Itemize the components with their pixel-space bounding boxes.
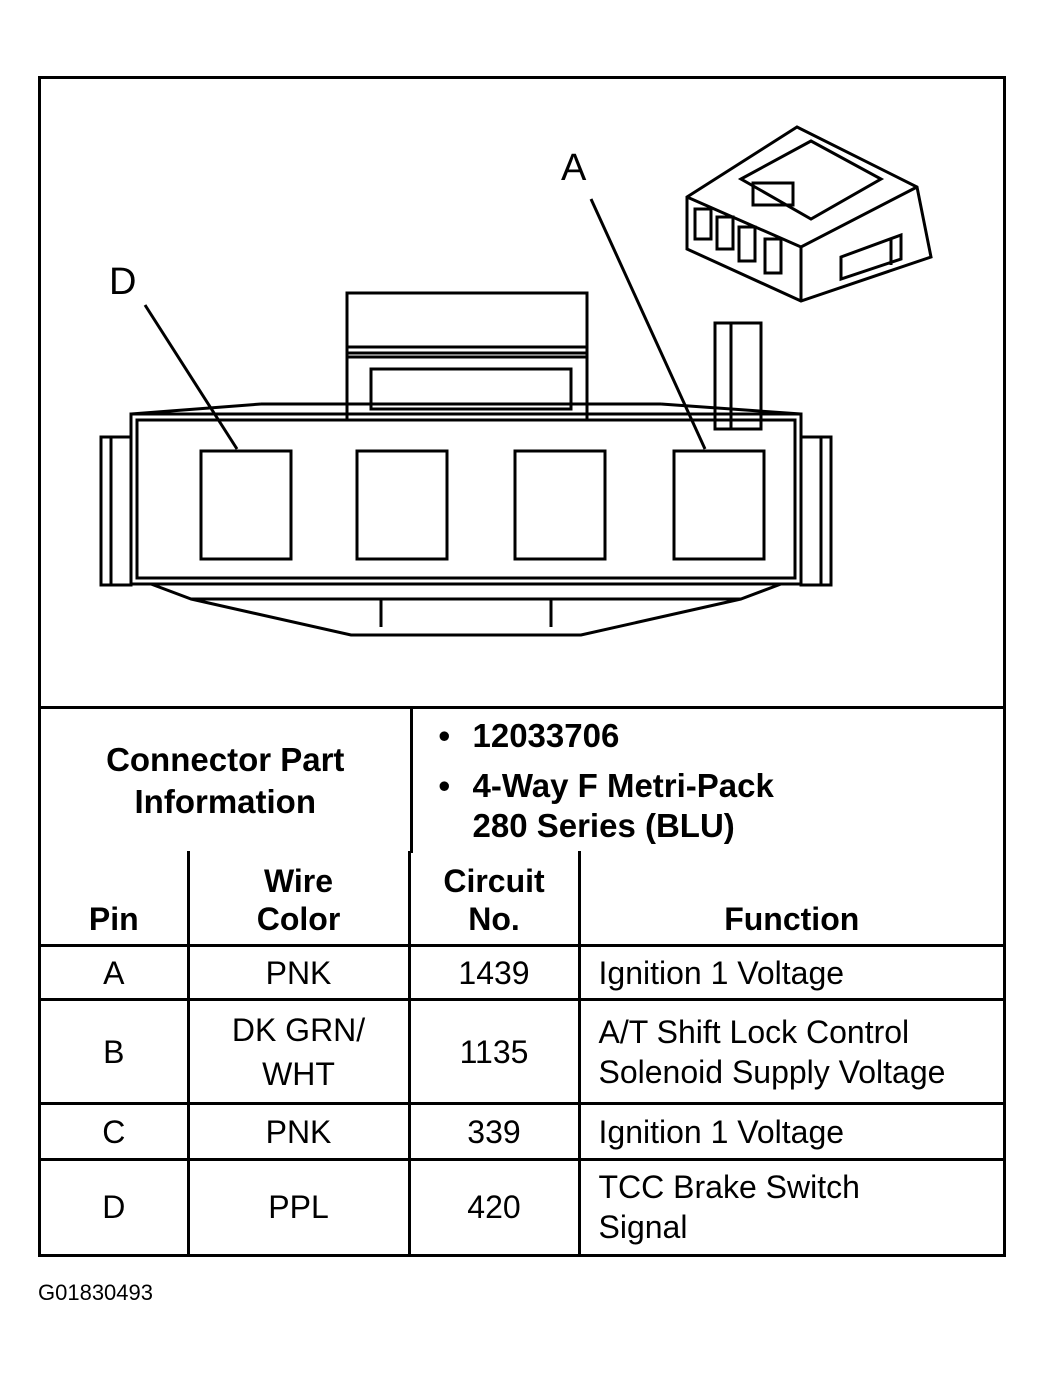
leader-line-a [589, 198, 707, 450]
right-side-tab [799, 435, 833, 587]
table-row: C PNK 339 Ignition 1 Voltage [41, 1102, 1003, 1161]
header-function: Function [577, 851, 1003, 947]
connector-part-info-label: Connector Part Information [41, 706, 413, 853]
function-cell: TCC Brake Switch Signal [577, 1158, 1003, 1254]
part-description-line2: 280 Series (BLU) [472, 807, 735, 844]
pin-table: Pin Wire Color Circuit No. Function A PN… [41, 851, 1003, 1254]
cavity-a [672, 449, 766, 561]
connector-illustration: A D [41, 79, 1003, 706]
left-side-tab [99, 435, 133, 587]
figure-code: G01830493 [38, 1280, 153, 1305]
connector-drawing [99, 125, 933, 637]
pin-cell: D [41, 1158, 190, 1254]
pin-cell: A [41, 944, 190, 1001]
circuit-cell: 1439 [407, 944, 581, 1001]
connector-part-info-table: Connector Part Information 12033706 4-Wa… [41, 706, 1003, 853]
cavity-b [513, 449, 607, 561]
circuit-cell: 339 [407, 1102, 581, 1161]
cavity-c [355, 449, 449, 561]
circuit-cell: 420 [407, 1158, 581, 1254]
header-wire-color: Wire Color [186, 851, 411, 947]
callout-label-d: D [109, 261, 137, 303]
leader-line-d [143, 304, 239, 450]
callout-label-a: A [561, 147, 587, 189]
wire-color-cell: DK GRN/ WHT [186, 998, 411, 1105]
latch-base [369, 367, 573, 411]
header-pin: Pin [41, 851, 190, 947]
wire-color-cell: PNK [186, 944, 411, 1001]
table-row: A PNK 1439 Ignition 1 Voltage [41, 944, 1003, 1001]
function-cell: Ignition 1 Voltage [577, 944, 1003, 1001]
circuit-cell: 1135 [407, 998, 581, 1105]
pin-cell: C [41, 1102, 190, 1161]
cavity-d [199, 449, 293, 561]
pin-table-header: Pin Wire Color Circuit No. Function [41, 851, 1003, 947]
alignment-peg [713, 321, 763, 431]
function-cell: A/T Shift Lock Control Solenoid Supply V… [577, 998, 1003, 1105]
part-description-line1: 4-Way F Metri-Pack [439, 766, 1003, 806]
table-row: B DK GRN/ WHT 1135 A/T Shift Lock Contro… [41, 998, 1003, 1105]
function-cell: Ignition 1 Voltage [577, 1102, 1003, 1161]
part-number: 12033706 [439, 716, 1003, 756]
diagram-frame: A D Connector Part Information 12033706 … [38, 76, 1006, 1257]
table-row: D PPL 420 TCC Brake Switch Signal [41, 1158, 1003, 1254]
connector-part-info-values: 12033706 4-Way F Metri-Pack 280 Series (… [409, 706, 1003, 853]
pin-cell: B [41, 998, 190, 1105]
wire-color-cell: PNK [186, 1102, 411, 1161]
isometric-connector-view [685, 125, 933, 303]
header-circuit-no: Circuit No. [407, 851, 581, 947]
latch-block [345, 291, 589, 355]
wire-color-cell: PPL [186, 1158, 411, 1254]
